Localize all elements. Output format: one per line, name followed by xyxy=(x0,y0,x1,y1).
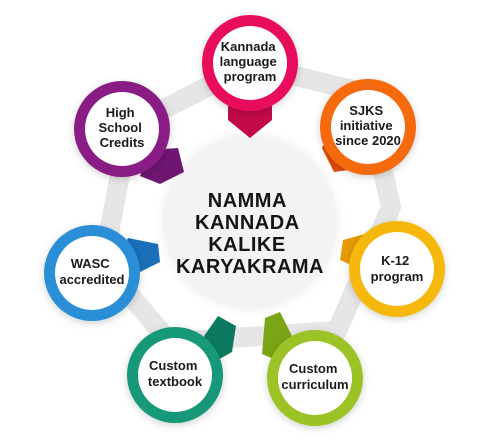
node-label-line-3: since 2020 xyxy=(335,133,401,148)
center-title-line-3: KALIKE xyxy=(208,234,285,256)
node-label-line-1: Custom xyxy=(289,361,337,376)
node-label-line-1: K-12 xyxy=(381,253,409,268)
node-label-line-1: SJKS xyxy=(349,103,383,118)
node-label: High School Credits xyxy=(99,105,146,150)
node-label-line-2: initiative xyxy=(340,118,393,133)
node-label: WASC accredited xyxy=(59,256,124,287)
node-custom-curriculum: Custom curriculum xyxy=(262,312,363,426)
node-k12-program: K-12 program xyxy=(340,221,445,317)
node-sjks-initiative: SJKS initiative since 2020 xyxy=(320,79,416,175)
node-inner xyxy=(213,26,287,100)
node-label-line-1: Kannada xyxy=(221,39,277,54)
node-kannada-language-program: Kannada language program xyxy=(202,15,298,138)
center-title-line-1: NAMMA xyxy=(208,190,286,212)
node-inner xyxy=(85,92,159,166)
arrow-shape xyxy=(262,312,292,360)
node-inner xyxy=(55,236,129,310)
node-wasc-accredited: WASC accredited xyxy=(44,225,160,321)
node-label: Custom textbook xyxy=(148,358,203,389)
node-label-line-3: program xyxy=(224,69,277,84)
node-label-line-2: School xyxy=(99,120,142,135)
node-label: Kannada language program xyxy=(220,39,281,84)
node-inner xyxy=(138,338,212,412)
center-title-line-4: KARYAKRAMA xyxy=(176,256,324,278)
node-label: SJKS initiative since 2020 xyxy=(335,103,401,148)
node-label: K-12 program xyxy=(371,253,424,284)
node-inner xyxy=(360,232,434,306)
center-circle xyxy=(166,138,334,306)
node-label: Custom curriculum xyxy=(281,361,348,392)
node-label-line-1: Custom xyxy=(149,358,197,373)
node-inner xyxy=(331,90,405,164)
node-custom-textbook: Custom textbook xyxy=(127,316,236,423)
node-label-line-2: textbook xyxy=(148,374,203,389)
center-title-line-2: KANNADA xyxy=(195,212,299,234)
node-label-line-3: Credits xyxy=(100,135,145,150)
node-label-line-1: High xyxy=(106,105,135,120)
center-title: NAMMA KANNADA KALIKE KARYAKRAMA xyxy=(176,190,324,278)
node-label-line-2: language xyxy=(220,54,277,69)
arrow-shape xyxy=(228,104,272,138)
node-inner xyxy=(278,341,352,415)
node-label-line-1: WASC xyxy=(71,256,111,271)
node-label-line-2: curriculum xyxy=(281,377,348,392)
node-high-school-credits: High School Credits xyxy=(74,81,184,184)
node-label-line-2: program xyxy=(371,269,424,284)
node-label-line-2: accredited xyxy=(59,272,124,287)
